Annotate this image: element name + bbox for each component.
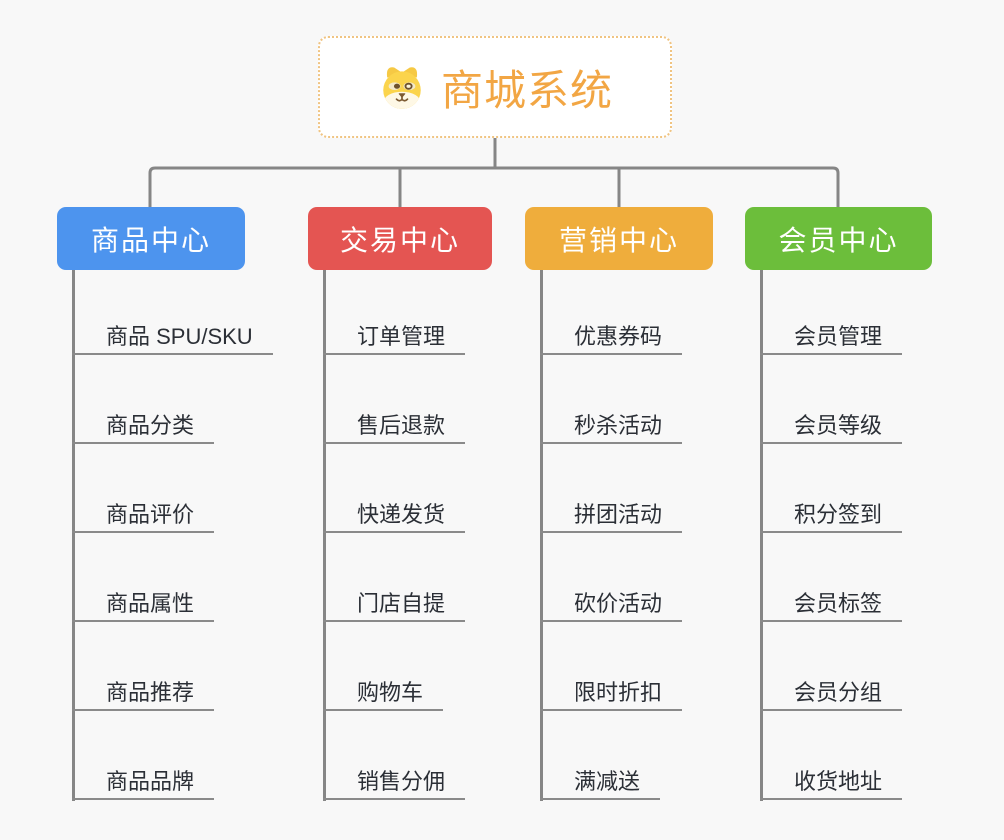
- leaf-node[interactable]: 商品推荐: [72, 674, 215, 711]
- leaf-node[interactable]: 销售分佣: [323, 763, 466, 800]
- leaf-node[interactable]: 商品属性: [72, 585, 215, 622]
- branch-label: 商品中心: [90, 224, 211, 256]
- leaf-node[interactable]: 商品评价: [72, 496, 215, 533]
- leaf-node[interactable]: 会员标签: [760, 585, 903, 622]
- leaf-node[interactable]: 收货地址: [760, 763, 903, 800]
- leaf-node[interactable]: 优惠券码: [540, 318, 683, 355]
- branch-header[interactable]: 交易中心: [308, 207, 492, 270]
- branch-header[interactable]: 营销中心: [525, 207, 713, 270]
- branch-label: 营销中心: [558, 224, 679, 256]
- leaf-node[interactable]: 售后退款: [323, 407, 466, 444]
- root-topic[interactable]: 商城系统: [318, 36, 672, 138]
- leaf-node[interactable]: 会员等级: [760, 407, 903, 444]
- branch-trunk-line: [760, 270, 763, 801]
- leaf-node[interactable]: 会员分组: [760, 674, 903, 711]
- leaf-node[interactable]: 限时折扣: [540, 674, 683, 711]
- branch-label: 交易中心: [339, 224, 460, 256]
- leaf-node[interactable]: 秒杀活动: [540, 407, 683, 444]
- leaf-node[interactable]: 积分签到: [760, 496, 903, 533]
- leaf-node[interactable]: 订单管理: [323, 318, 466, 355]
- leaf-node[interactable]: 砍价活动: [540, 585, 683, 622]
- leaf-node[interactable]: 商品分类: [72, 407, 215, 444]
- branch-label: 会员中心: [778, 224, 899, 256]
- branch-trunk-line: [540, 270, 543, 801]
- leaf-node[interactable]: 门店自提: [323, 585, 466, 622]
- branch-trunk-line: [323, 270, 326, 801]
- branch-header[interactable]: 会员中心: [745, 207, 932, 270]
- leaf-node[interactable]: 拼团活动: [540, 496, 683, 533]
- doge-icon: [383, 67, 421, 109]
- leaf-node[interactable]: 商品品牌: [72, 763, 215, 800]
- branch-header[interactable]: 商品中心: [57, 207, 245, 270]
- root-topic-title: 商城系统: [440, 66, 613, 114]
- leaf-node[interactable]: 购物车: [323, 674, 444, 711]
- leaf-node[interactable]: 快递发货: [323, 496, 466, 533]
- leaf-node[interactable]: 会员管理: [760, 318, 903, 355]
- leaf-node[interactable]: 满减送: [540, 763, 661, 800]
- leaf-node[interactable]: 商品 SPU/SKU: [72, 318, 273, 355]
- branch-trunk-line: [72, 270, 75, 801]
